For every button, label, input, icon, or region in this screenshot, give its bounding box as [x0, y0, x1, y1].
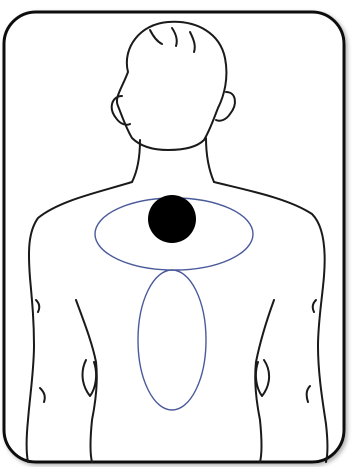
- circular-marker: [148, 195, 196, 243]
